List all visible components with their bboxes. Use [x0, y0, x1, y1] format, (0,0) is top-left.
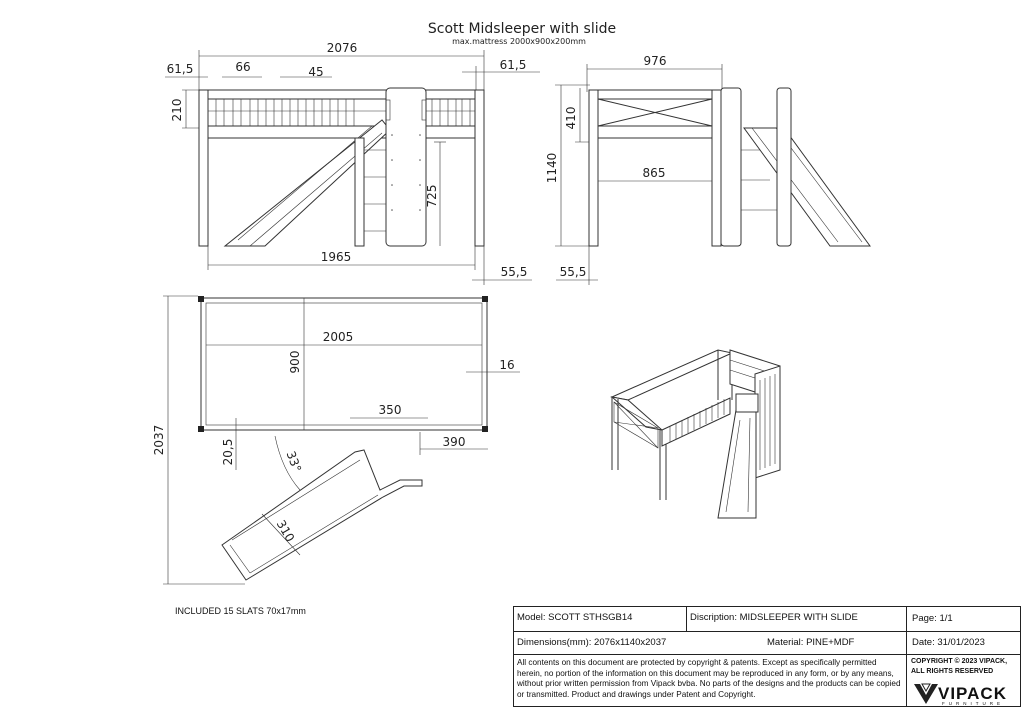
front-view: 2076 61,5 66 45 61,5 210	[165, 41, 540, 285]
dim-rail-slat: 45	[308, 65, 323, 79]
tb-model: Model: SCOTT STHSGB14	[517, 612, 633, 623]
dim-slide-angle: 33°	[284, 449, 304, 474]
dim-deck-height: 725	[425, 185, 439, 208]
vipack-logo-icon	[914, 683, 938, 704]
tb-copyright: COPYRIGHT © 2023 VIPACK, ALL RIGHTS RESE…	[911, 658, 1008, 675]
dim-top-length: 2005	[323, 330, 354, 344]
vipack-logo: VIPACK FURNITURE	[908, 681, 1020, 707]
tb-date: Date: 31/01/2023	[912, 637, 985, 648]
drawing-title: Scott Midsleeper with slide	[428, 21, 616, 37]
dim-side-bottom-left: 55,5	[560, 265, 587, 279]
side-view: 976 1140 410 865 55,5	[545, 54, 871, 285]
tb-legal: All contents on this document are protec…	[517, 658, 901, 699]
dim-front-right-offset: 61,5	[500, 58, 527, 72]
dim-rail-gap: 66	[235, 60, 250, 74]
brand-sub: FURNITURE	[942, 701, 1004, 706]
dim-top-right-gap: 16	[499, 358, 514, 372]
top-view: 2005 900 16 2037 350 390 20,5 33° 310	[152, 295, 520, 585]
dim-side-rail-height: 410	[564, 107, 578, 130]
drawing-subtitle: max.mattress 2000x900x200mm	[452, 37, 586, 46]
dim-front-left-offset: 61,5	[167, 62, 194, 76]
dim-front-inner: 1965	[321, 250, 352, 264]
dim-front-total: 2076	[327, 41, 358, 55]
tb-material: Material: PINE+MDF	[767, 637, 855, 648]
dim-slide-right: 390	[443, 435, 466, 449]
isometric-view	[610, 349, 781, 519]
dim-side-total: 976	[644, 54, 667, 68]
dim-top-width: 900	[288, 351, 302, 374]
tb-dimensions: Dimensions(mm): 2076x1140x2037	[517, 637, 667, 648]
dim-slide-gap: 20,5	[221, 439, 235, 466]
tb-page: Page: 1/1	[912, 613, 953, 624]
dim-top-overall: 2037	[152, 425, 166, 456]
tb-description: Discription: MIDSLEEPER WITH SLIDE	[690, 612, 858, 623]
dim-rail-height: 210	[170, 99, 184, 122]
title-block: Model: SCOTT STHSGB14 Discription: MIDSL…	[513, 606, 1021, 707]
dim-total-height: 1140	[545, 153, 559, 184]
dim-slide-offset: 350	[379, 403, 402, 417]
brand-name: VIPACK	[938, 684, 1007, 703]
dim-side-inner: 865	[643, 166, 666, 180]
slats-note: INCLUDED 15 SLATS 70x17mm	[175, 606, 306, 616]
dim-front-bottom-right: 55,5	[501, 265, 528, 279]
